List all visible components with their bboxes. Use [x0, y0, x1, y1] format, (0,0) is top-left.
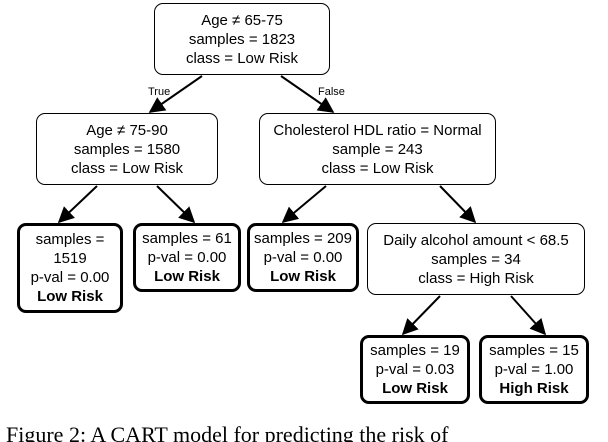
leaf-e-samples: samples = 15 [489, 342, 579, 359]
right-condition: Cholesterol HDL ratio = Normal [273, 121, 482, 139]
leaf-d-pval: p-val = 0.03 [375, 361, 455, 378]
leaf-node-209: samples = 209 p-val = 0.00 Low Risk [247, 223, 359, 292]
leaf-b-pval: p-val = 0.00 [147, 249, 227, 266]
mid-class: class = High Risk [418, 269, 534, 287]
mid-condition: Daily alcohol amount < 68.5 [383, 231, 569, 249]
mid-node: Daily alcohol amount < 68.5 samples = 34… [367, 223, 585, 295]
root-samples: samples = 1823 [188, 30, 296, 48]
left-node: Age ≠ 75-90 samples = 1580 class = Low R… [36, 113, 218, 185]
leaf-d-samples: samples = 19 [370, 342, 460, 359]
right-class: class = Low Risk [321, 159, 434, 177]
left-condition: Age ≠ 75-90 [86, 121, 168, 139]
leaf-a-pval: p-val = 0.00 [30, 269, 110, 286]
leaf-b-samples: samples = 61 [142, 230, 232, 247]
edge-label-true: True [148, 86, 171, 98]
leaf-b-class: Low Risk [154, 268, 220, 285]
leaf-node-1519: samples = 1519 p-val = 0.00 Low Risk [17, 223, 123, 313]
leaf-c-pval: p-val = 0.00 [263, 249, 343, 266]
edge-mid-leaf-e [510, 295, 547, 336]
edge-right-mid [439, 185, 477, 224]
leaf-node-61: samples = 61 p-val = 0.00 Low Risk [133, 223, 241, 292]
edge-left-leaf-b [156, 185, 196, 224]
edge-root-right [280, 75, 335, 113]
leaf-d-class: Low Risk [382, 380, 448, 397]
figure-caption: Figure 2: A CART model for predicting th… [6, 422, 449, 442]
leaf-c-class: Low Risk [270, 268, 336, 285]
edge-label-false: False [318, 86, 345, 98]
edge-right-leaf-c [281, 185, 327, 224]
root-node: Age ≠ 65-75 samples = 1823 class = Low R… [154, 3, 330, 75]
root-condition: Age ≠ 65-75 [201, 11, 283, 29]
leaf-e-pval: p-val = 1.00 [494, 361, 574, 378]
edge-left-leaf-a [57, 185, 98, 224]
edge-root-left [148, 75, 203, 113]
leaf-node-15: samples = 15 p-val = 1.00 High Risk [479, 335, 589, 404]
left-samples: samples = 1580 [73, 140, 181, 158]
root-class: class = Low Risk [185, 49, 299, 67]
mid-samples: samples = 34 [431, 250, 521, 268]
leaf-a-class: Low Risk [37, 288, 103, 305]
right-node: Cholesterol HDL ratio = Normal sample = … [259, 113, 496, 185]
tree-edges [57, 75, 547, 336]
leaf-e-class: High Risk [499, 380, 569, 397]
leaf-node-19: samples = 19 p-val = 0.03 Low Risk [360, 335, 470, 404]
leaf-c-samples: samples = 209 [254, 230, 352, 247]
leaf-a-samples-label: samples = [35, 231, 105, 248]
right-samples: sample = 243 [332, 140, 423, 158]
left-class: class = Low Risk [70, 159, 184, 177]
decision-tree: True False Age ≠ 65-75 samples = 1823 cl… [17, 3, 589, 404]
edge-mid-leaf-d [401, 295, 441, 336]
leaf-a-samples-value: 1519 [53, 250, 87, 267]
